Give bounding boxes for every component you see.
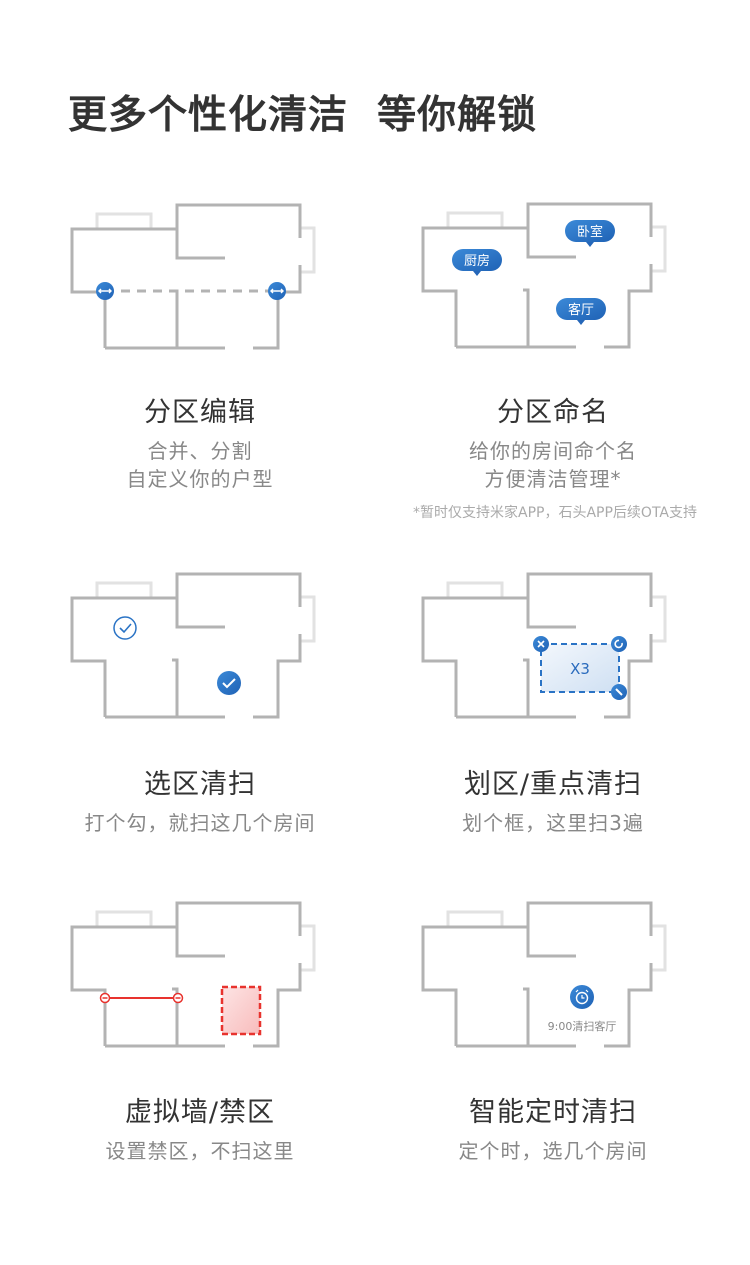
floor-plan-schedule: 9:00清扫客厅: [421, 901, 667, 1048]
feature-desc: 划个框，这里扫3遍: [462, 811, 644, 835]
svg-text:客厅: 客厅: [568, 302, 594, 318]
checkbox-selected-icon[interactable]: [217, 671, 241, 695]
feature-heading: 选区清扫: [144, 769, 256, 800]
svg-text:卧室: 卧室: [577, 224, 603, 240]
room-label-kitchen[interactable]: 厨房: [452, 249, 502, 276]
room-label-bedroom[interactable]: 卧室: [565, 220, 615, 247]
wall-end-icon[interactable]: [172, 992, 184, 1004]
svg-text:X3: X3: [570, 660, 590, 678]
page-title: 更多个性化清洁 等你解锁: [68, 93, 538, 138]
feature-heading: 分区命名: [497, 397, 609, 428]
feature-desc: 方便清洁管理*: [484, 467, 622, 491]
rotate-icon[interactable]: [611, 636, 627, 652]
feature-heading: 智能定时清扫: [469, 1097, 637, 1128]
split-handle-icon[interactable]: [268, 282, 286, 300]
feature-desc: 自定义你的户型: [126, 467, 274, 491]
feature-desc: 定个时，选几个房间: [458, 1139, 648, 1163]
floor-plan-zone-edit: [70, 203, 316, 350]
floor-plan-zone-clean: X3: [421, 572, 667, 719]
feature-desc: 打个勾，就扫这几个房间: [84, 811, 316, 835]
feature-heading: 分区编辑: [144, 397, 256, 428]
resize-icon[interactable]: [611, 684, 627, 700]
feature-desc: 给你的房间命个名: [469, 439, 637, 463]
wall-end-icon[interactable]: [99, 992, 111, 1004]
footnote: *暂时仅支持米家APP，石头APP后续OTA支持: [413, 505, 697, 521]
room-label-living-room[interactable]: 客厅: [556, 298, 606, 325]
feature-desc: 合并、分割: [147, 439, 253, 463]
floor-plan-room-naming: 厨房 卧室 客厅: [421, 202, 667, 349]
zone-box[interactable]: [540, 643, 620, 693]
feature-heading: 虚拟墙/禁区: [124, 1097, 276, 1128]
split-handle-icon[interactable]: [96, 282, 114, 300]
svg-text:厨房: 厨房: [464, 253, 490, 269]
floor-plan-room-select: [70, 572, 316, 719]
checkbox-unselected-icon[interactable]: [113, 616, 137, 640]
no-go-zone[interactable]: [220, 985, 262, 1036]
floor-plan-virtual-wall: [70, 901, 316, 1048]
alarm-clock-icon[interactable]: [570, 985, 594, 1009]
close-icon[interactable]: [533, 636, 549, 652]
feature-desc: 设置禁区，不扫这里: [105, 1139, 295, 1163]
svg-text:9:00清扫客厅: 9:00清扫客厅: [548, 1019, 617, 1033]
feature-heading: 划区/重点清扫: [463, 769, 643, 800]
